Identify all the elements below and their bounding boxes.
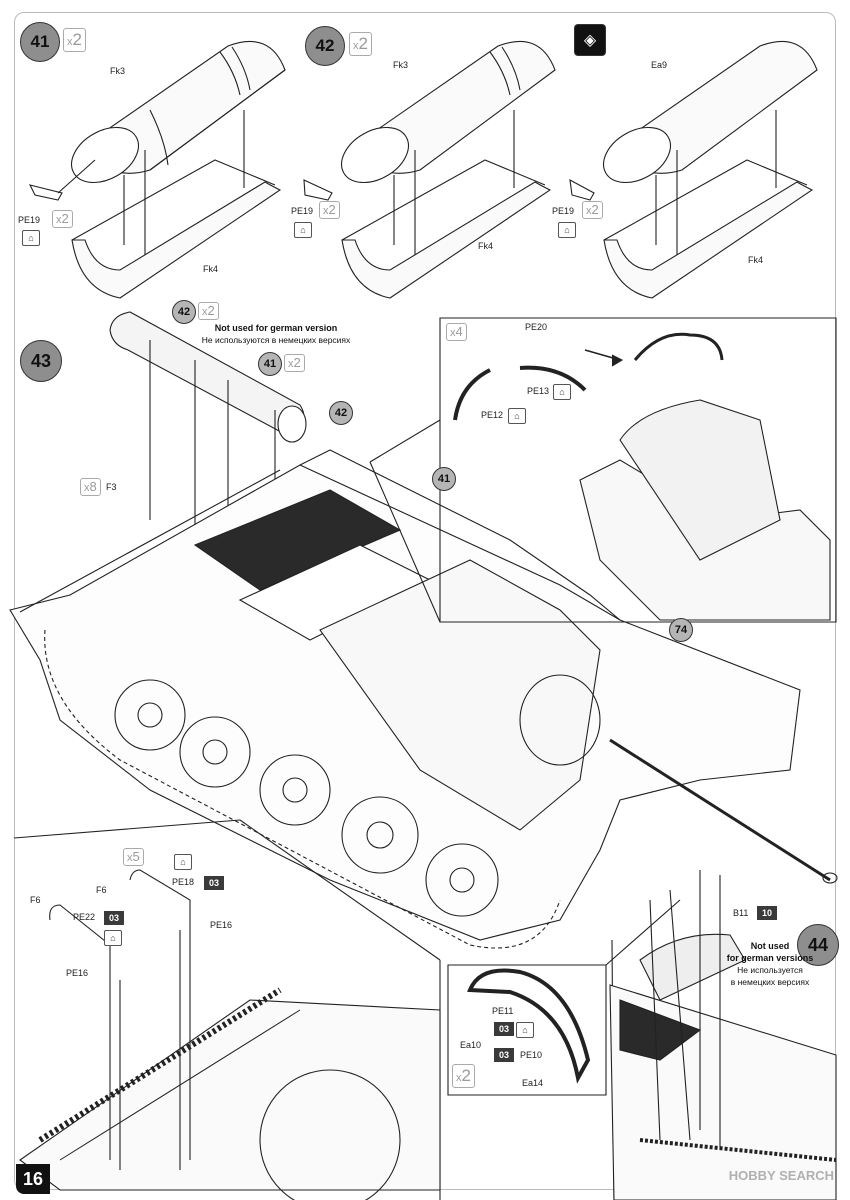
step44-right-drawing bbox=[609, 870, 837, 1200]
part-label: Fk3 bbox=[393, 60, 409, 70]
quantity-value: 2 bbox=[72, 30, 82, 49]
part-label: F6 bbox=[96, 885, 107, 895]
quantity-value: 4 bbox=[455, 324, 463, 339]
note-german-versions: Not used for german versions Не использу… bbox=[722, 940, 818, 988]
step-ref-41: 41 bbox=[258, 352, 282, 376]
quantity-badge: x8 bbox=[80, 478, 101, 496]
quantity-value: 2 bbox=[293, 355, 301, 370]
note-russian: Не используются в немецких версиях bbox=[201, 335, 351, 345]
part-label: Fk4 bbox=[748, 255, 764, 265]
inset-frame-44 bbox=[447, 964, 607, 1096]
part-label: PE16 bbox=[66, 968, 89, 978]
page-number: 16 bbox=[16, 1164, 50, 1194]
quantity-value: 2 bbox=[591, 202, 599, 217]
quantity-value: 5 bbox=[132, 849, 140, 864]
quantity-value: 2 bbox=[328, 202, 336, 217]
alt-drum-drawing bbox=[569, 41, 818, 299]
fret-badge: 03 bbox=[494, 1022, 514, 1036]
step-43-badge: 43 bbox=[20, 340, 62, 382]
callout-41: 41 bbox=[432, 467, 456, 491]
step43-drums-drawing bbox=[109, 311, 307, 660]
note-german-version: Not used for german version Не использую… bbox=[196, 322, 356, 346]
quantity-badge: x2 bbox=[349, 32, 372, 56]
step-number: 41 bbox=[30, 32, 50, 51]
part-label: PE18 bbox=[172, 877, 195, 887]
part-label: Fk3 bbox=[110, 66, 126, 76]
quantity-value: 8 bbox=[89, 479, 97, 494]
part-label: B11 bbox=[733, 908, 749, 918]
callout-42: 42 bbox=[329, 401, 353, 425]
callout-74: 74 bbox=[669, 618, 693, 642]
step-ref-number: 42 bbox=[177, 306, 191, 318]
bend-icon: ⌂ bbox=[294, 222, 312, 238]
quantity-value: 2 bbox=[207, 303, 215, 318]
quantity-value: 2 bbox=[461, 1066, 471, 1085]
step41-drum-drawing bbox=[28, 41, 286, 299]
step-number: 42 bbox=[315, 36, 335, 55]
fret-badge: 03 bbox=[104, 911, 124, 925]
bend-icon: ⌂ bbox=[22, 230, 40, 246]
bend-icon: ⌂ bbox=[558, 222, 576, 238]
step42-drum-drawing bbox=[303, 41, 556, 299]
note-english-1: Not used bbox=[750, 941, 790, 951]
part-label: Fk4 bbox=[203, 264, 219, 274]
part-label: Ea14 bbox=[522, 1078, 544, 1088]
part-label: F6 bbox=[30, 895, 41, 905]
part-label: PE20 bbox=[525, 322, 548, 332]
step-ref-42: 42 bbox=[172, 300, 196, 324]
part-label: PE19 bbox=[291, 206, 314, 216]
quantity-badge: x4 bbox=[446, 323, 467, 341]
part-label: Ea10 bbox=[460, 1040, 482, 1050]
callout-number: 41 bbox=[437, 473, 451, 485]
step-44-badge: 44 bbox=[797, 924, 839, 966]
part-label: F3 bbox=[106, 482, 117, 492]
part-label: Ea9 bbox=[651, 60, 668, 70]
part-label: PE13 bbox=[527, 386, 550, 396]
part-label: PE10 bbox=[520, 1050, 543, 1060]
part-label: PE16 bbox=[210, 920, 233, 930]
callout-number: 74 bbox=[674, 624, 688, 636]
quantity-badge: x2 bbox=[452, 1064, 475, 1088]
quantity-badge: x5 bbox=[123, 848, 144, 866]
quantity-badge: x2 bbox=[63, 28, 86, 52]
bend-icon: ⌂ bbox=[553, 384, 571, 400]
quantity-badge: x2 bbox=[319, 201, 340, 219]
step44-left-drawing bbox=[19, 869, 441, 1200]
note-russian-2: в немецких версиях bbox=[730, 977, 810, 987]
alt-version-icon: ◈ bbox=[574, 24, 606, 56]
step-42-badge: 42 bbox=[305, 26, 345, 66]
callout-number: 42 bbox=[334, 407, 348, 419]
bend-icon: ⌂ bbox=[516, 1022, 534, 1038]
quantity-badge: x2 bbox=[198, 302, 219, 320]
step-41-badge: 41 bbox=[20, 22, 60, 62]
note-english-2: for german versions bbox=[726, 953, 814, 963]
quantity-badge: x2 bbox=[52, 210, 73, 228]
step-number: 43 bbox=[30, 350, 52, 371]
quantity-badge: x2 bbox=[582, 201, 603, 219]
quantity-badge: x2 bbox=[284, 354, 305, 372]
bend-icon: ⌂ bbox=[104, 930, 122, 946]
part-label: PE19 bbox=[552, 206, 575, 216]
inset-frame-43 bbox=[439, 317, 837, 623]
bend-icon: ⌂ bbox=[508, 408, 526, 424]
note-russian-1: Не используется bbox=[737, 965, 803, 975]
step-number: 44 bbox=[807, 934, 829, 955]
fret-badge: 03 bbox=[204, 876, 224, 890]
part-label: Fk4 bbox=[478, 241, 494, 251]
vehicle-drawing bbox=[9, 449, 838, 949]
quantity-value: 2 bbox=[61, 211, 69, 226]
step-ref-number: 41 bbox=[263, 358, 277, 370]
part-label: PE22 bbox=[73, 912, 96, 922]
fret-badge: 03 bbox=[494, 1048, 514, 1062]
bend-icon: ⌂ bbox=[174, 854, 192, 870]
note-english: Not used for german version bbox=[214, 323, 338, 333]
fret-badge: 10 bbox=[757, 906, 777, 920]
part-label: PE19 bbox=[18, 215, 41, 225]
watermark: HOBBY SEARCH bbox=[728, 1168, 834, 1183]
quantity-value: 2 bbox=[358, 34, 368, 53]
part-label: PE11 bbox=[492, 1006, 514, 1016]
part-label: PE12 bbox=[481, 410, 504, 420]
